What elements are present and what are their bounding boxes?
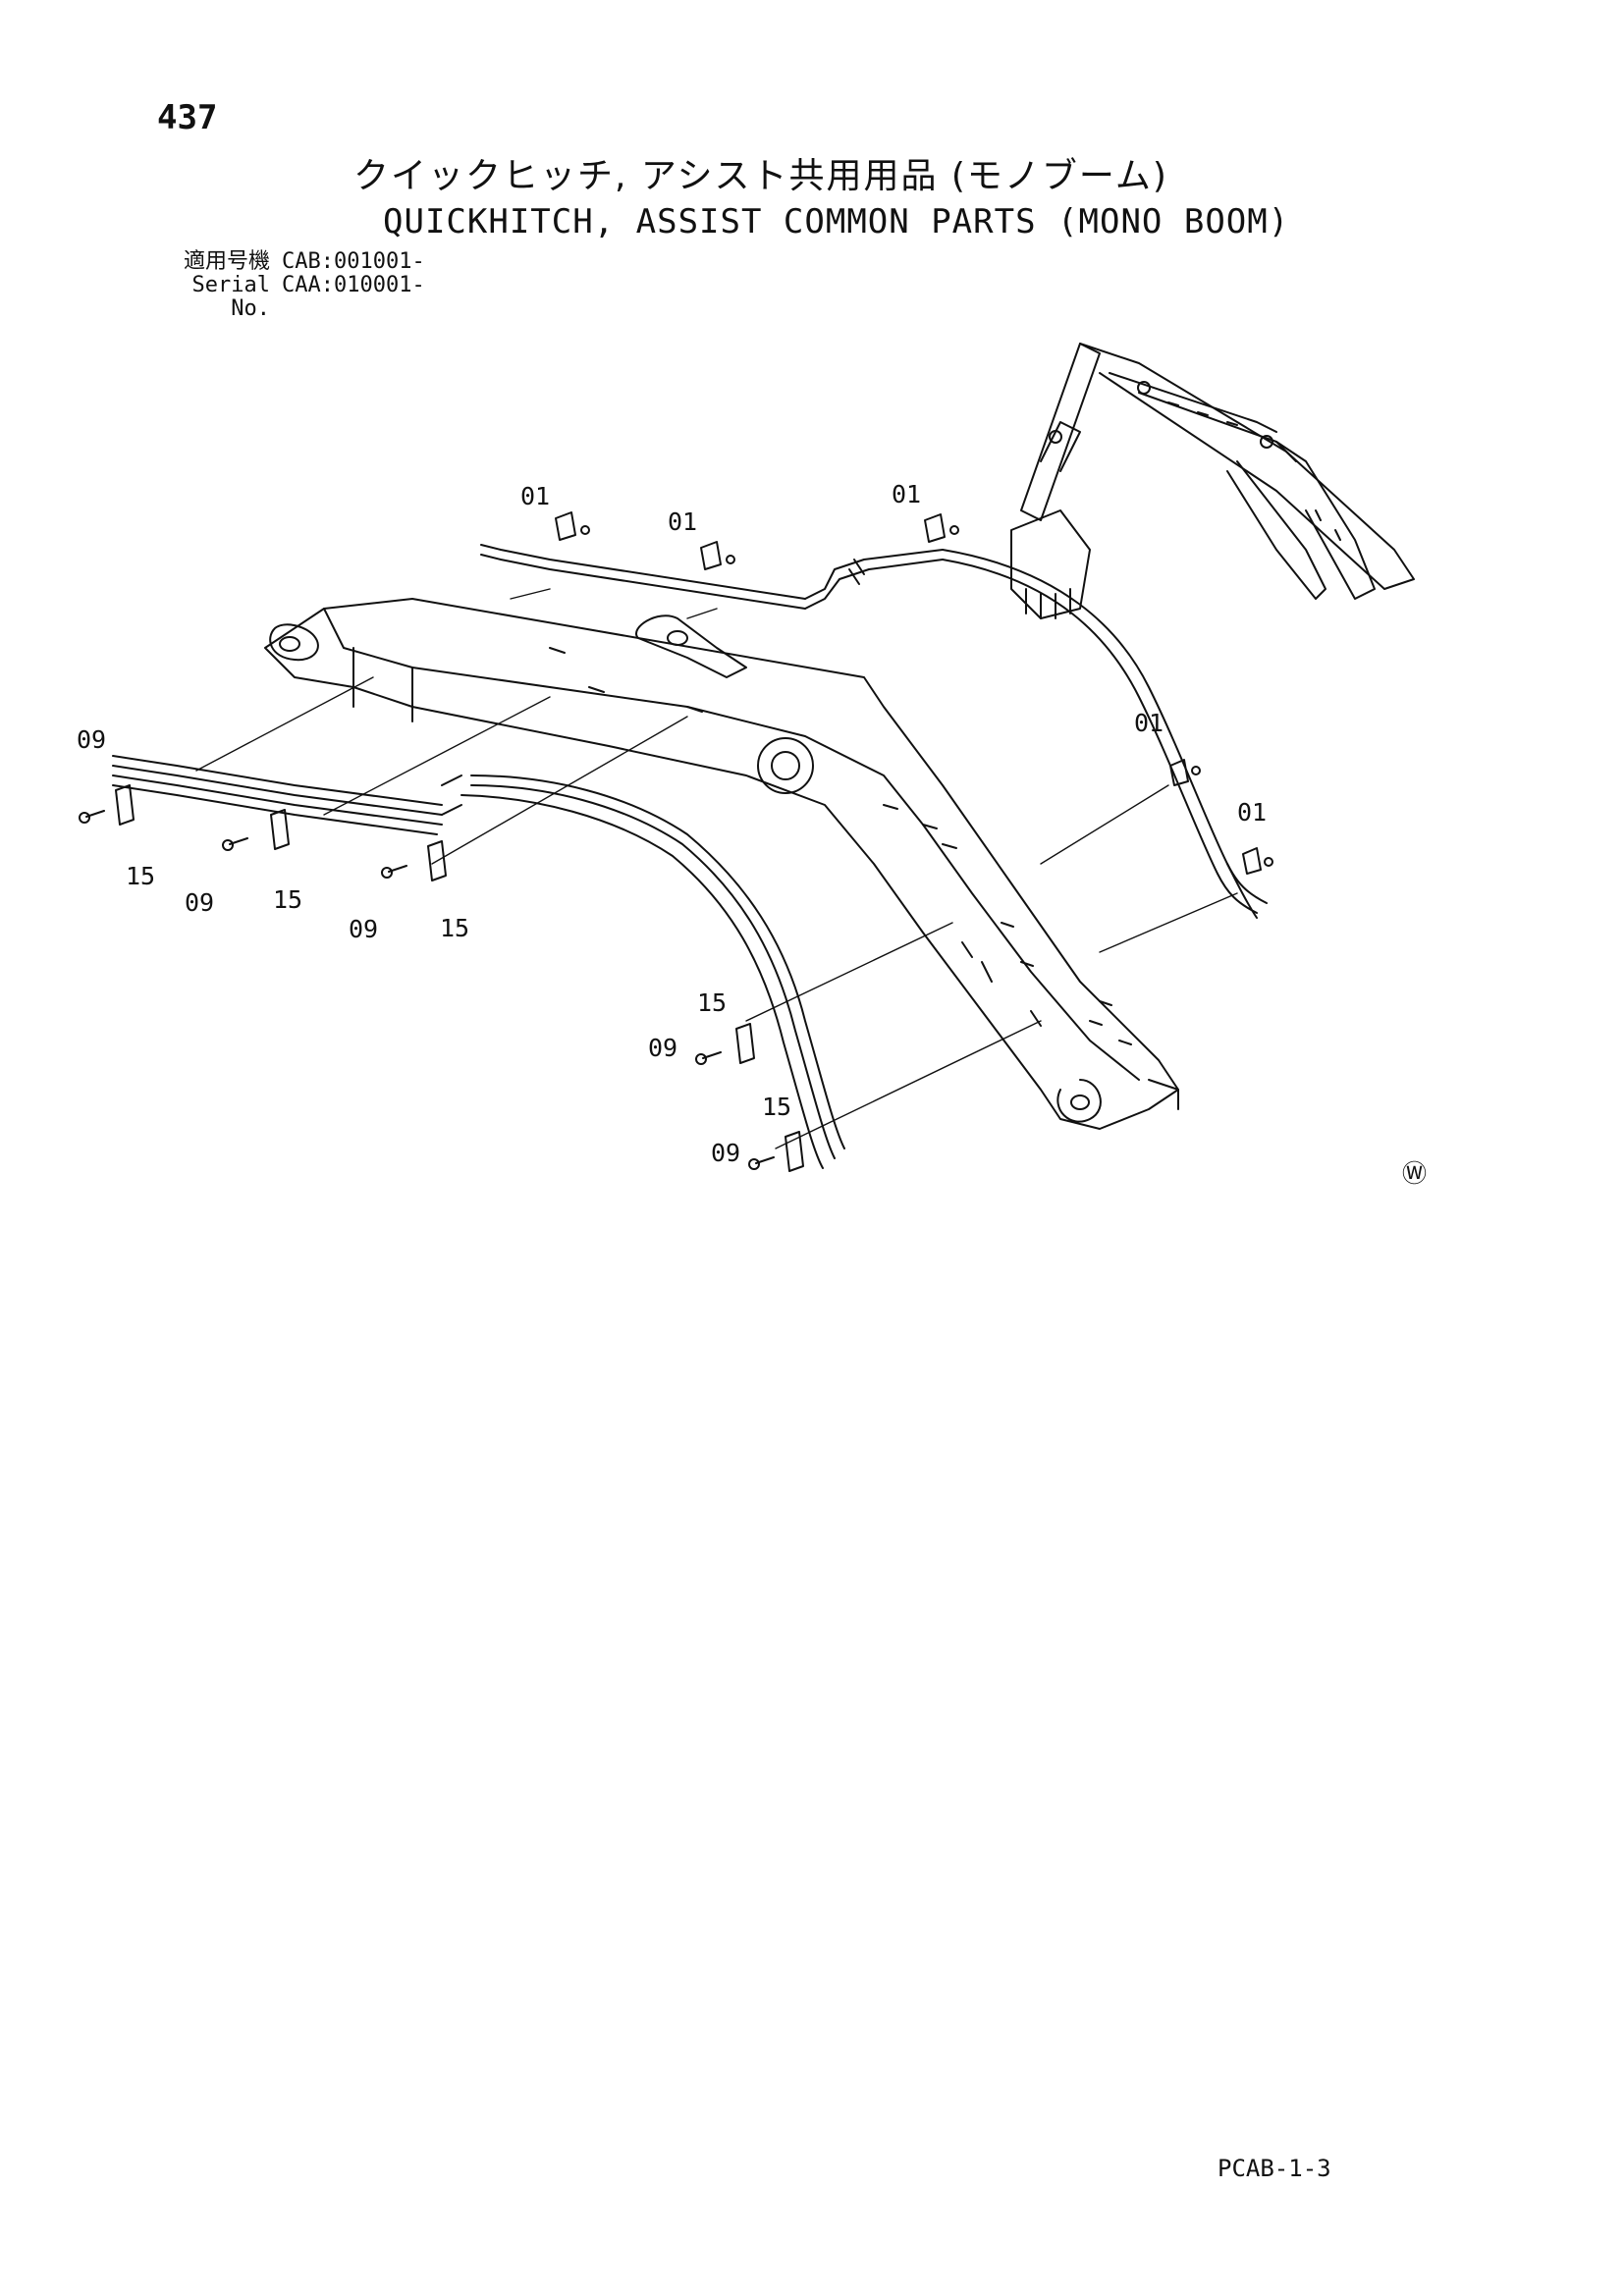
serial-label: 適用号機 [183,249,270,274]
callout-15: 15 [126,862,155,890]
page-number: 437 [157,98,218,137]
callout-01: 01 [1134,709,1164,737]
leader-lines [195,588,1238,1149]
boom-body [264,598,1179,1130]
serial-row: Serial No. CAA:010001- [152,274,425,321]
document-code: PCAB-1-3 [1218,2155,1331,2182]
clamp-parts [555,511,1273,875]
callout-01: 01 [668,507,697,536]
serial-value: CAB:001001- [282,249,425,274]
callout-01: 01 [1237,798,1267,827]
callout-15: 15 [440,914,469,942]
excavator-inset [1010,343,1415,619]
callout-15: 15 [273,885,302,914]
callout-01: 01 [520,482,550,510]
page-title-japanese: クイックヒッチ, アシスト共用用品 (モノブーム) [353,156,1168,196]
serial-row: 適用号機 CAB:001001- [152,250,425,274]
callout-01: 01 [892,480,921,508]
callout-09: 09 [349,915,378,943]
curved-pipes [460,549,1268,1169]
callout-09: 09 [648,1034,677,1062]
clamp-bolt-parts [79,784,804,1172]
serial-info: 適用号機 CAB:001001- Serial No. CAA:010001- [152,250,425,321]
page-title-english: QUICKHITCH, ASSIST COMMON PARTS (MONO BO… [383,202,1290,241]
callout-15: 15 [697,988,727,1017]
callout-09: 09 [711,1139,740,1167]
callout-15: 15 [762,1093,791,1121]
upper-pipes [480,544,944,610]
callout-09: 09 [77,725,106,754]
callout-09: 09 [185,888,214,917]
left-pipe-bundle [112,755,462,835]
watermark-symbol: Ⓦ [1402,1159,1427,1188]
serial-label: Serial No. [191,273,270,321]
callouts: 01 01 01 01 01 09 09 09 09 09 15 15 15 1… [77,480,1427,1188]
serial-value: CAA:010001- [282,273,425,297]
